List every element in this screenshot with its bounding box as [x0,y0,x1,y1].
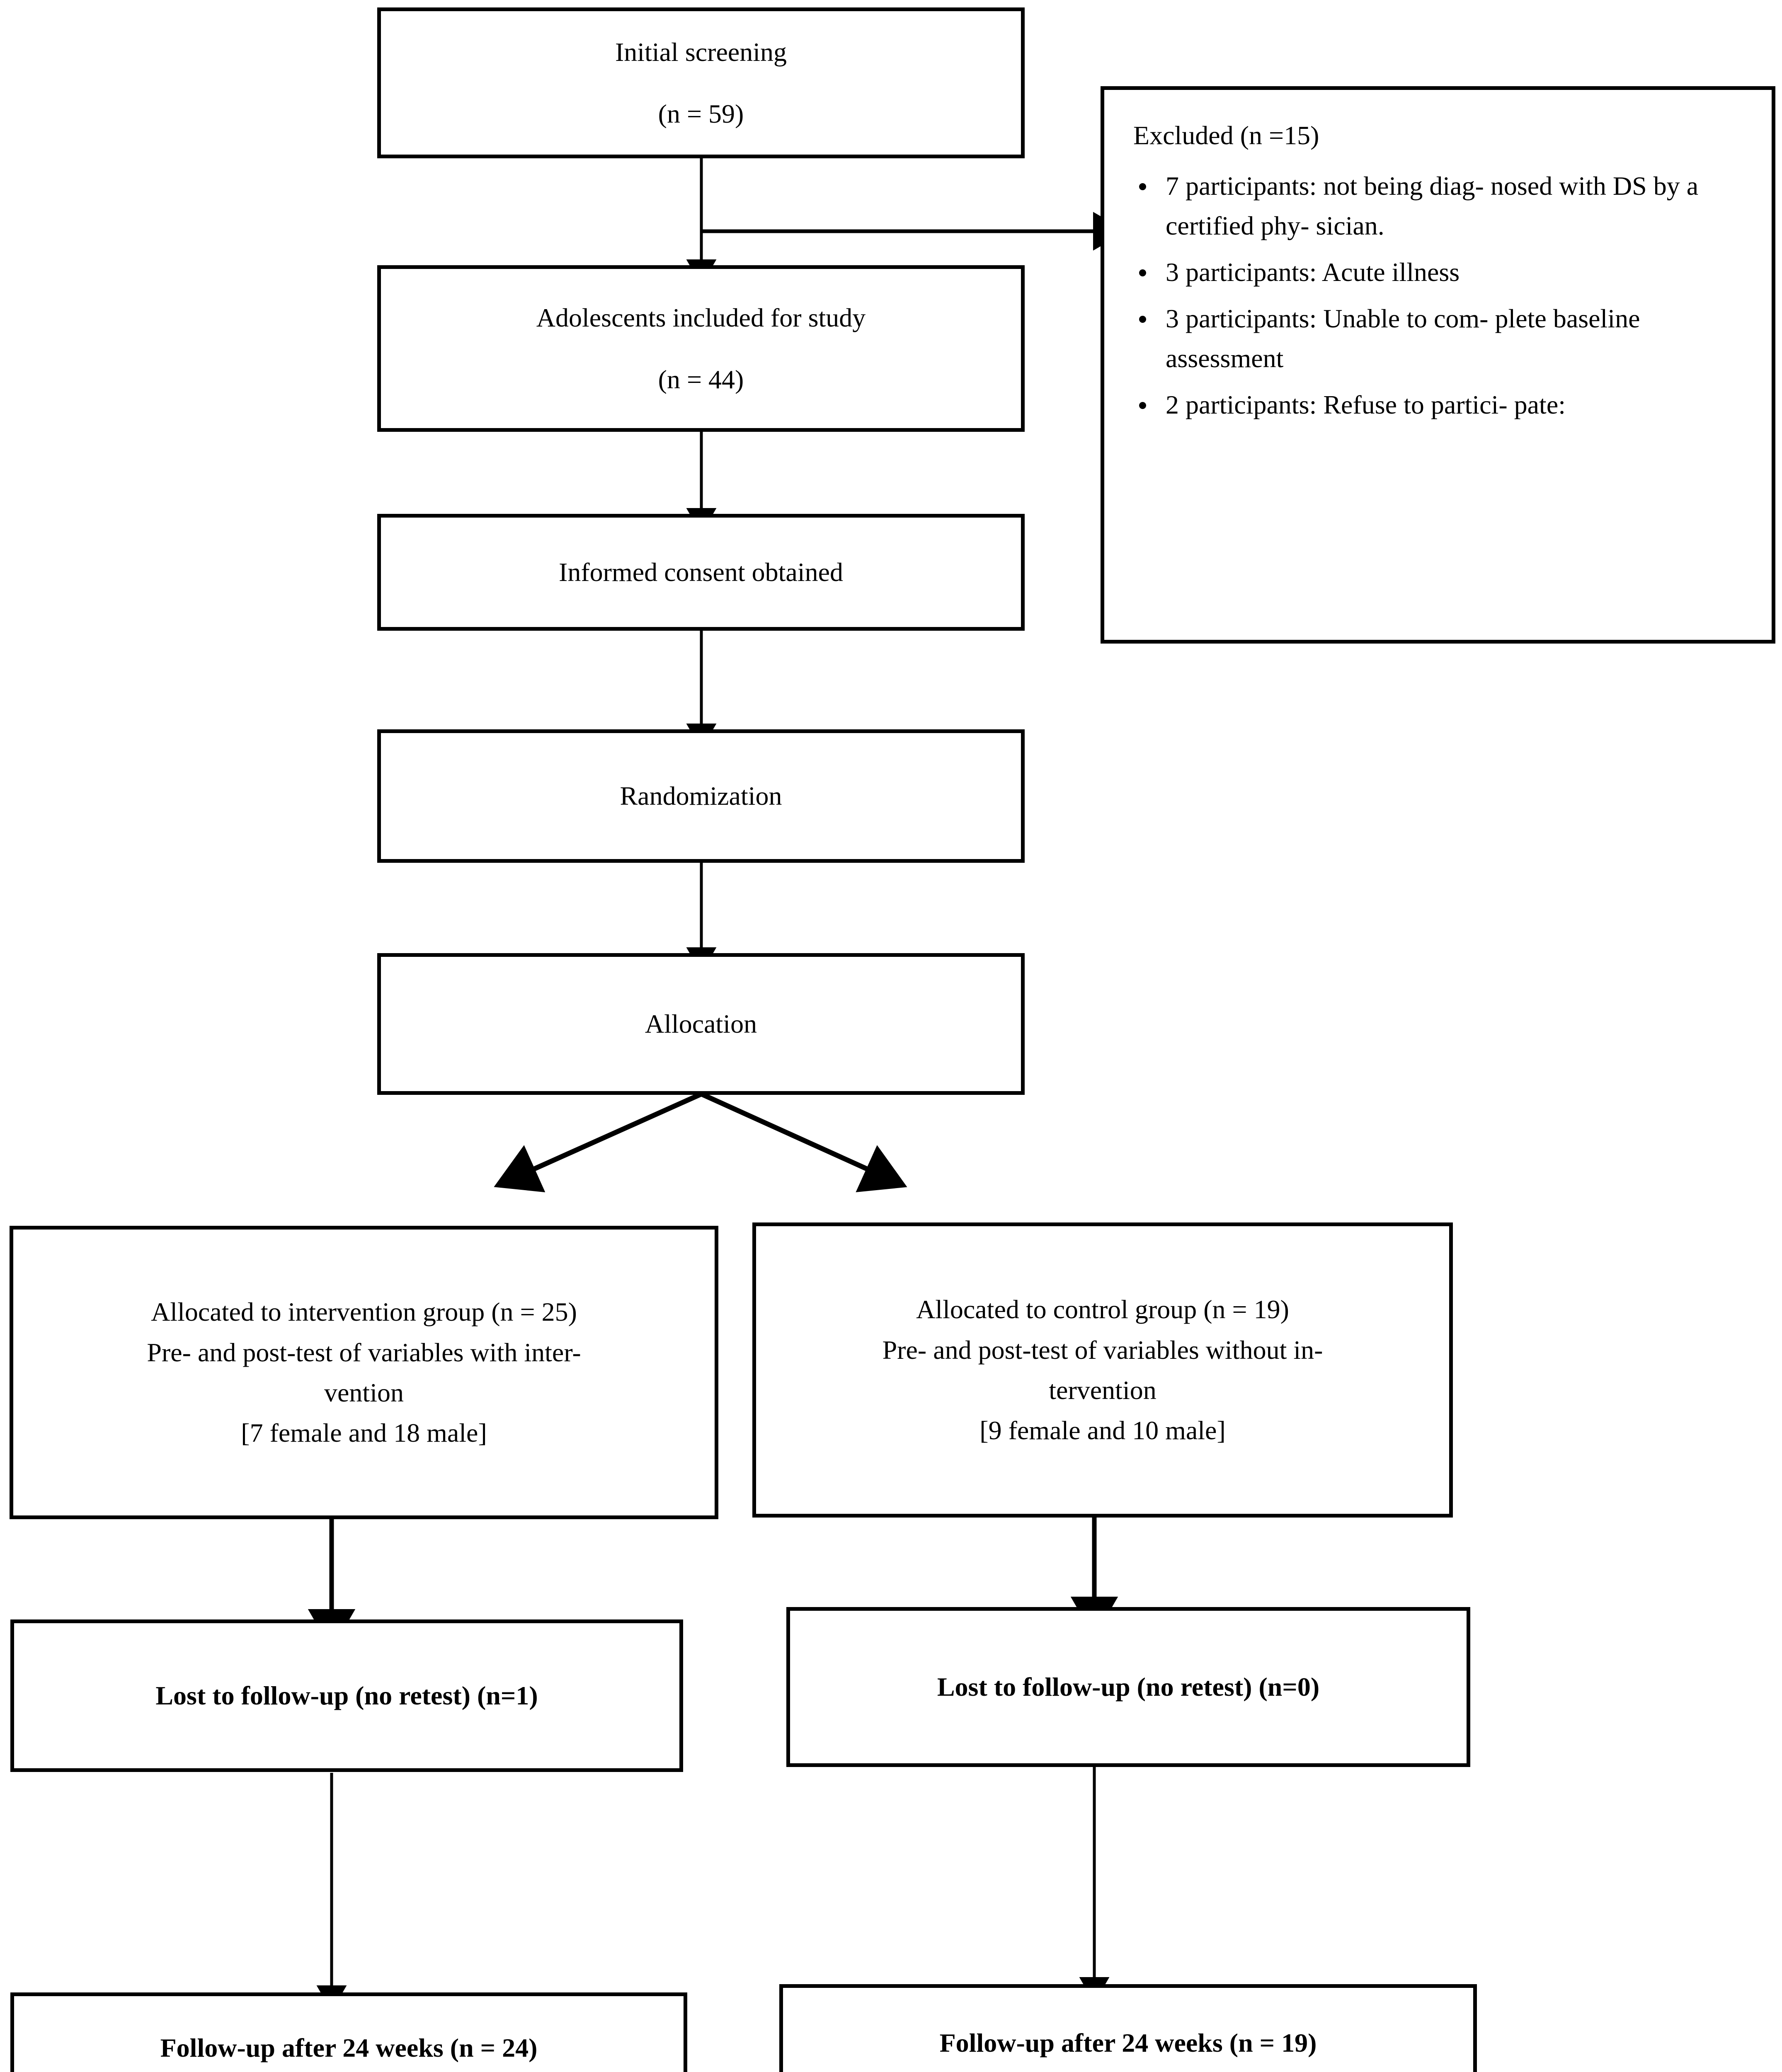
node-followup-intervention: Follow-up after 24 weeks (n = 24) Exclud… [10,1992,687,2072]
intervention-group-line-1: Allocated to intervention group (n = 25) [151,1297,577,1327]
node-lost-to-followup-control: Lost to follow-up (no retest) (n=0) [786,1607,1470,1767]
intervention-group-line-3: vention [324,1378,404,1407]
node-informed-consent: Informed consent obtained [377,514,1025,631]
node-control-group: Allocated to control group (n = 19) Pre-… [752,1222,1453,1518]
node-lost-to-followup-intervention: Lost to follow-up (no retest) (n=1) [10,1619,683,1772]
connector-allocation-to-intervention [494,1092,703,1193]
node-intervention-group: Allocated to intervention group (n = 25)… [10,1226,718,1519]
informed-consent-label: Informed consent obtained [559,557,843,587]
excluded-header: Excluded (n =15) [1133,121,1319,150]
control-group-line-1: Allocated to control group (n = 19) [916,1295,1289,1324]
node-excluded: Excluded (n =15) 7 participants: not bei… [1101,86,1775,644]
excluded-reason-item: 7 participants: not being diag- nosed wi… [1133,166,1758,246]
allocation-label: Allocation [645,1009,757,1039]
node-followup-control: Follow-up after 24 weeks (n = 19) Exclud… [779,1984,1477,2072]
adolescents-included-line-1: Adolescents included for study [536,303,866,332]
node-randomization: Randomization [377,729,1025,863]
adolescents-included-count: (n = 44) [658,365,744,394]
connector-allocation-to-control [700,1092,907,1192]
excluded-reason-item: 3 participants: Acute illness [1133,252,1758,292]
intervention-group-line-4: [7 female and 18 male] [241,1418,487,1448]
followup-intervention-label: Follow-up after 24 weeks (n = 24) [160,2033,538,2062]
control-group-line-4: [9 female and 10 male] [979,1416,1226,1445]
intervention-group-line-2: Pre- and post-test of variables with int… [147,1337,581,1367]
followup-control-label: Follow-up after 24 weeks (n = 19) [939,2028,1317,2057]
lost-to-followup-intervention-label: Lost to follow-up (no retest) (n=1) [155,1681,538,1711]
randomization-label: Randomization [620,781,782,811]
lost-to-followup-control-label: Lost to follow-up (no retest) (n=0) [937,1672,1320,1702]
excluded-reason-item: 2 participants: Refuse to partici- pate: [1133,385,1758,425]
node-allocation: Allocation [377,953,1025,1095]
node-initial-screening: Initial screening (n = 59) [377,7,1025,158]
control-group-line-2: Pre- and post-test of variables without … [882,1335,1323,1365]
initial-screening-line-1: Initial screening [615,37,787,67]
initial-screening-count: (n = 59) [658,99,744,128]
excluded-reason-list: 7 participants: not being diag- nosed wi… [1133,166,1758,431]
node-adolescents-included: Adolescents included for study (n = 44) [377,265,1025,432]
excluded-reason-item: 3 participants: Unable to com- plete bas… [1133,299,1758,378]
control-group-line-3: tervention [1049,1375,1156,1405]
